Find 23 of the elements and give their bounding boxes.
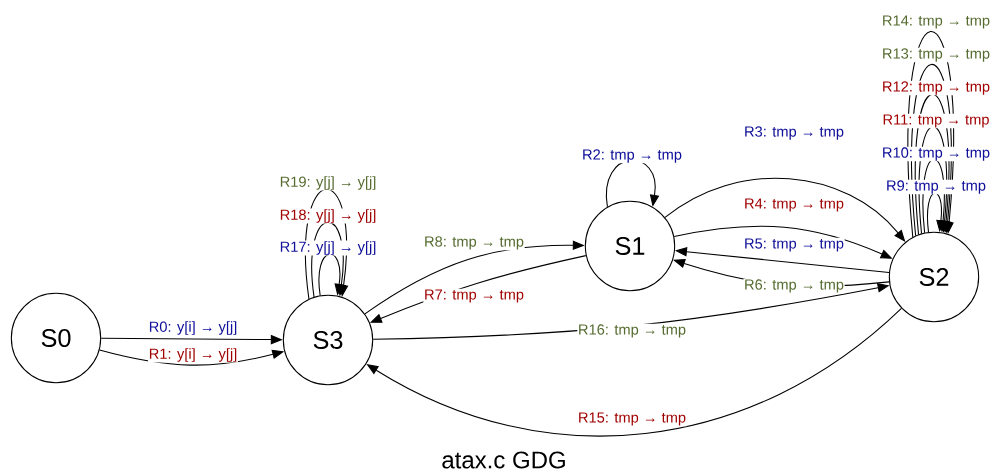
edge-label: R7: tmp → tmp bbox=[423, 288, 525, 304]
edge-label: R14: tmp → tmp bbox=[881, 14, 991, 30]
edge-label: R18: y[j] → y[j] bbox=[279, 208, 378, 224]
edge-label: R11: tmp → tmp bbox=[881, 113, 991, 129]
edge-label: R8: tmp → tmp bbox=[423, 235, 525, 251]
edge-label: R10: tmp → tmp bbox=[881, 146, 991, 162]
arrow bbox=[664, 177, 906, 242]
edge-label: R2: tmp → tmp bbox=[581, 148, 683, 164]
edge-label: R19: y[j] → y[j] bbox=[279, 175, 378, 191]
edge-label: R13: tmp → tmp bbox=[881, 47, 991, 63]
edge-label: R6: tmp → tmp bbox=[743, 278, 845, 294]
edge-label: R9: tmp → tmp bbox=[885, 179, 987, 195]
arrow bbox=[675, 247, 890, 273]
edge-label: R1: y[i] → y[j] bbox=[148, 347, 238, 363]
edge-label: R0: y[i] → y[j] bbox=[148, 320, 238, 336]
edge-label: R17: y[j] → y[j] bbox=[279, 240, 378, 256]
edge-label: R4: tmp → tmp bbox=[743, 197, 845, 213]
edge-label: R5: tmp → tmp bbox=[743, 237, 845, 253]
edge-label: R3: tmp → tmp bbox=[743, 125, 845, 141]
edge-label: R15: tmp → tmp bbox=[577, 411, 687, 427]
edge-label: R12: tmp → tmp bbox=[881, 80, 991, 96]
edge-label: R16: tmp → tmp bbox=[577, 323, 687, 339]
title: atax.c GDG bbox=[442, 451, 565, 469]
